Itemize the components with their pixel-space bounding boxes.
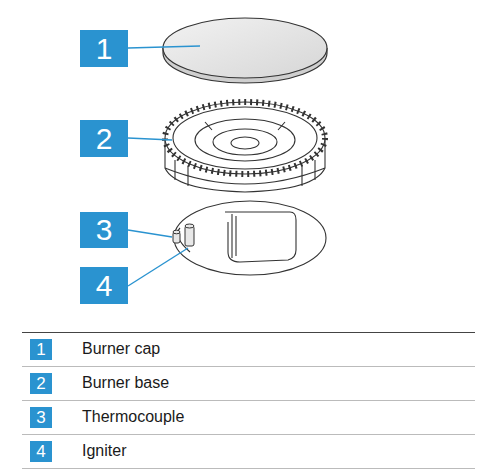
callout-text: 1 xyxy=(96,34,113,64)
burner-plate xyxy=(174,201,326,275)
callout-number: 4 xyxy=(80,267,128,304)
callout-number: 1 xyxy=(30,339,52,360)
leader-lines xyxy=(128,46,200,286)
callout-text: 3 xyxy=(96,215,113,245)
part-name: Burner base xyxy=(82,375,169,391)
callout-number: 3 xyxy=(80,212,128,248)
callout-number: 2 xyxy=(30,373,52,394)
callout-text: 4 xyxy=(36,443,45,460)
callout-text: 1 xyxy=(36,341,45,358)
burner-cap xyxy=(163,18,327,83)
callout-number: 4 xyxy=(30,441,52,462)
part-name: Igniter xyxy=(82,443,126,459)
part-name: Burner cap xyxy=(82,341,160,357)
callout-text: 2 xyxy=(96,124,113,154)
callout-number: 3 xyxy=(30,407,52,428)
igniter-part xyxy=(185,224,194,246)
burner-base xyxy=(165,102,325,192)
callout-number: 1 xyxy=(80,30,128,67)
thermocouple-part xyxy=(173,230,180,243)
part-name: Thermocouple xyxy=(82,409,184,425)
callout-number: 2 xyxy=(80,120,128,157)
callout-text: 3 xyxy=(36,409,45,426)
callout-text: 4 xyxy=(96,271,113,301)
callout-text: 2 xyxy=(36,375,45,392)
table-rules xyxy=(22,333,475,469)
